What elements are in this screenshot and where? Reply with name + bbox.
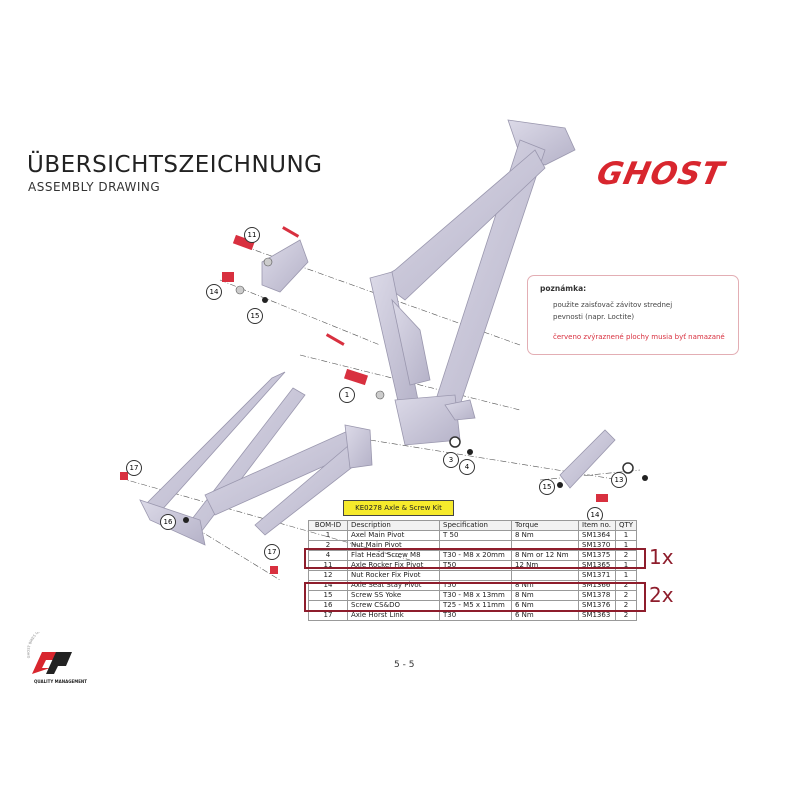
cell-specification: T30 bbox=[439, 610, 512, 621]
cell-qty: 1 bbox=[614, 570, 638, 581]
cell-bom-id: 1 bbox=[308, 530, 348, 541]
highlight-label-1x: 1x bbox=[649, 545, 674, 569]
chain-stay bbox=[204, 424, 373, 536]
page-title: ÜBERSICHTSZEICHNUNG bbox=[27, 152, 323, 178]
cell-description: Nut Rocker Fix Pivot bbox=[347, 570, 440, 581]
callout-16: 16 bbox=[160, 514, 176, 530]
main-frame bbox=[369, 119, 576, 446]
hardware bbox=[120, 226, 648, 574]
cell-qty: 2 bbox=[614, 610, 638, 621]
col-header-item-no: Item no. bbox=[578, 520, 616, 531]
callout-14: 14 bbox=[206, 284, 222, 300]
bom-table: BOM-ID Description Specification Torque … bbox=[308, 520, 638, 621]
callout-15: 15 bbox=[247, 308, 263, 324]
note-line-3: červeno zvýraznené plochy musia byť nama… bbox=[553, 333, 725, 341]
highlight-box-1x bbox=[304, 548, 646, 569]
note-line-2: pevnosti (napr. Loctite) bbox=[553, 313, 635, 321]
cell-torque: 6 Nm bbox=[511, 610, 579, 621]
qm-label: QUALITY MANAGEMENT bbox=[34, 679, 87, 684]
col-header-qty: QTY bbox=[614, 520, 638, 531]
horst-link bbox=[444, 399, 616, 489]
cell-bom-id: 12 bbox=[308, 570, 348, 581]
cell-specification bbox=[439, 570, 512, 581]
cell-item-no: SM1364 bbox=[578, 530, 616, 541]
cell-qty: 1 bbox=[614, 530, 638, 541]
page-number: 5 - 5 bbox=[394, 660, 415, 670]
callout-17-left: 17 bbox=[126, 460, 142, 476]
highlight-box-2x bbox=[304, 582, 646, 612]
col-header-description: Description bbox=[347, 520, 440, 531]
callout-15-right: 15 bbox=[539, 479, 555, 495]
note-line-1: použite zaisťovač závitov strednej bbox=[553, 301, 673, 309]
cell-item-no: SM1371 bbox=[578, 570, 616, 581]
cell-description: Axle Horst Link bbox=[347, 610, 440, 621]
col-header-bom-id: BOM-ID bbox=[308, 520, 348, 531]
callout-4: 4 bbox=[459, 459, 475, 475]
col-header-torque: Torque bbox=[511, 520, 579, 531]
highlight-label-2x: 2x bbox=[649, 583, 674, 607]
col-header-specification: Specification bbox=[439, 520, 512, 531]
callout-14-right: 14 bbox=[587, 507, 603, 523]
callout-1: 1 bbox=[339, 387, 355, 403]
callout-3: 3 bbox=[443, 452, 459, 468]
note-box: poznámka: použite zaisťovač závitov stre… bbox=[527, 275, 739, 355]
callout-13: 13 bbox=[611, 472, 627, 488]
cell-item-no: SM1363 bbox=[578, 610, 616, 621]
cell-bom-id: 17 bbox=[308, 610, 348, 621]
cell-torque: 8 Nm bbox=[511, 530, 579, 541]
kit-label: KE0278 Axle & Screw Kit bbox=[343, 500, 454, 516]
page-subtitle: ASSEMBLY DRAWING bbox=[28, 180, 161, 194]
cell-torque bbox=[511, 570, 579, 581]
table-header-row: BOM-ID Description Specification Torque … bbox=[308, 520, 638, 531]
callout-17-bottom: 17 bbox=[264, 544, 280, 560]
note-title: poznámka: bbox=[540, 284, 587, 293]
cell-description: Axel Main Pivot bbox=[347, 530, 440, 541]
callout-11: 11 bbox=[244, 227, 260, 243]
rocker-link bbox=[261, 239, 309, 293]
brand-logo-text: GHOST bbox=[598, 156, 729, 192]
cell-specification: T 50 bbox=[439, 530, 512, 541]
ghost-logo: GHOST bbox=[598, 156, 729, 192]
quality-management-logo: GHOST BIKES GERMANY QUALITY MANAGEMENT bbox=[26, 632, 87, 684]
